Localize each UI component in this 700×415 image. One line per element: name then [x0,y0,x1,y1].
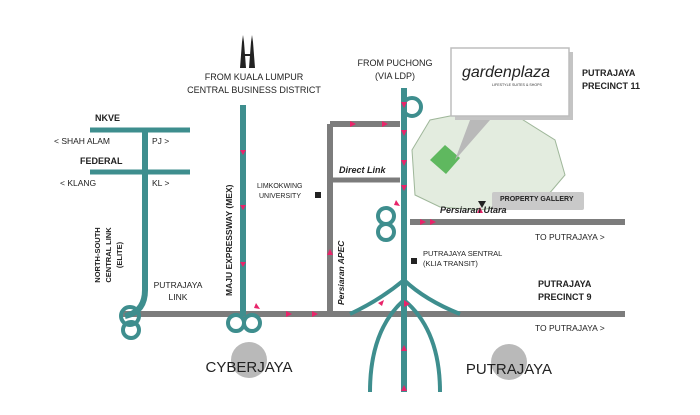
interchange-loops [119,96,423,340]
logo-box [450,47,570,117]
klang-label: < KLANG [60,178,96,188]
persiaran-utara-label: Persiaran Utara [440,205,507,215]
mex-label: MAJU EXPRESSWAY (MEX) [224,184,234,296]
putrajaya-region-label: PUTRAJAYA [466,361,552,378]
cyberjaya-label: CYBERJAYA [206,359,293,376]
logo-pointer [455,120,490,160]
grey-roads [120,121,625,317]
route-arrow [240,262,246,267]
federal-label: FEDERAL [80,156,123,166]
route-arrow [401,160,407,166]
sentral-label: PUTRAJAYA SENTRAL [423,249,502,258]
route-arrow [378,300,384,306]
route-arrow [312,311,318,317]
persiaran-apec-label: Persiaran APEC [336,240,346,305]
route-arrow [401,130,407,136]
nkve-label: NKVE [95,113,120,123]
route-arrow [430,219,436,225]
route-arrow [286,311,292,317]
logo-tagline: LIFESTYLE SUITES & SHOPS [492,83,543,87]
elite-label: NORTH-SOUTH [93,227,102,282]
elite-label: (ELITE) [115,241,124,268]
limkokwing-landmark-icon [315,192,321,198]
route-arrow [404,300,410,307]
route-arrow [327,249,333,255]
kl-label: KL > [152,178,169,188]
route-arrow [401,385,407,391]
gardenplaza-plot [430,145,460,174]
pj-label: PJ > [152,136,169,146]
route-arrow [240,150,246,155]
property-gallery-label: PROPERTY GALLERY [500,196,574,203]
sentral-landmark-icon [411,258,417,264]
precinct9-label: PUTRAJAYA [538,279,592,289]
petronas-towers-icon [240,35,255,68]
limkokwing-label: LIMKOKWING [257,183,303,190]
limkokwing-label: UNIVERSITY [259,193,301,200]
logo-name: gardenplaza [462,64,550,81]
route-arrow [477,207,483,213]
route-arrow [420,219,426,225]
to-putrajaya-label: TO PUTRAJAYA > [535,323,605,333]
from-puchong-label: FROM PUCHONG [358,58,433,68]
shah-alam-label: < SHAH ALAM [54,136,110,146]
putrajaya-link-label: LINK [169,292,188,302]
route-arrow [401,102,407,108]
direct-link-label: Direct Link [339,165,387,175]
from-puchong-label: (VIA LDP) [375,71,415,81]
property-gallery-box [492,192,584,210]
route-arrow [382,121,388,127]
route-arrow [401,185,407,191]
precinct11-label: PUTRAJAYA [582,68,636,78]
to-putrajaya-label: TO PUTRAJAYA > [535,232,605,242]
route-arrow [240,205,246,210]
cyberjaya-circle [231,342,267,378]
precinct11-label: PRECINCT 11 [582,81,640,91]
route-arrow [254,303,260,309]
route-arrow [350,121,356,127]
precinct9-label: PRECINCT 9 [538,292,592,302]
putrajaya-circle [491,344,527,380]
from-kl-label: CENTRAL BUSINESS DISTRICT [187,85,321,95]
elite-label: CENTRAL LINK [104,227,113,283]
sentral-label: (KLIA TRANSIT) [423,259,478,268]
location-pin-icon [478,201,486,208]
route-arrow [401,345,407,351]
putrajaya-link-label: PUTRAJAYA [154,280,203,290]
route-arrow [394,200,400,206]
from-kl-label: FROM KUALA LUMPUR [205,72,304,82]
route-arrows [240,102,483,391]
